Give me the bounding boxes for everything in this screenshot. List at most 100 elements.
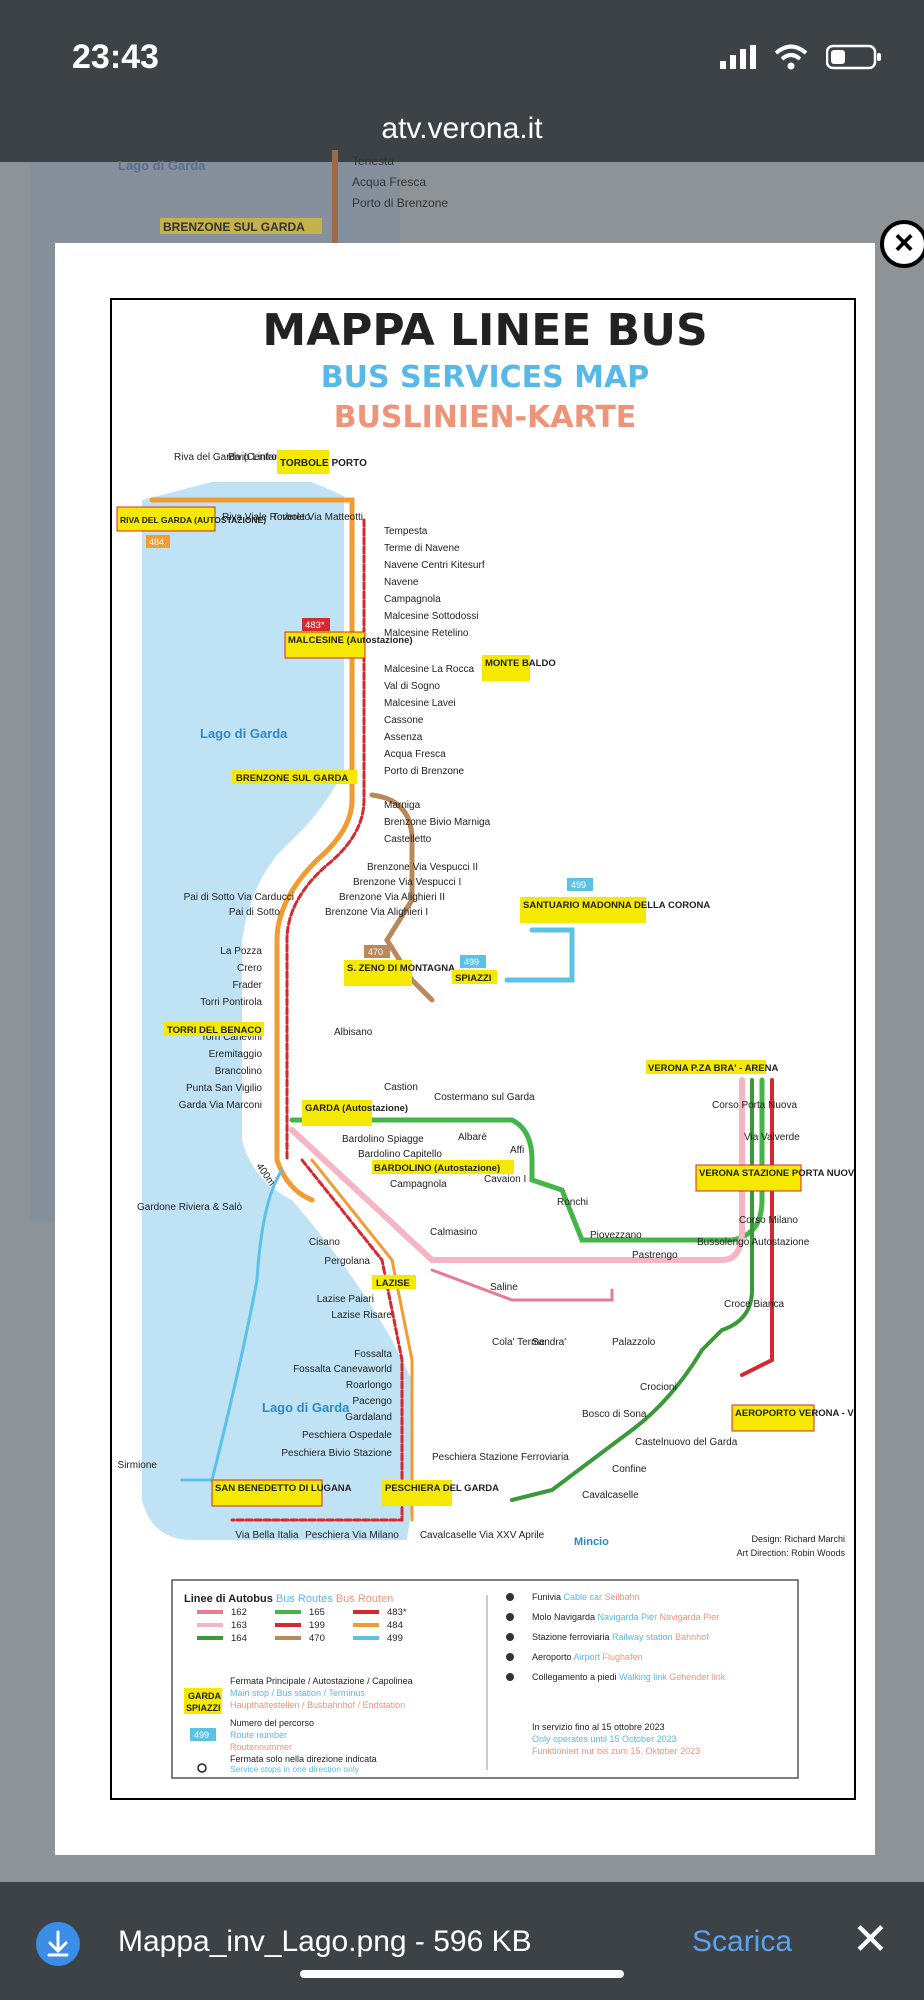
legend-number-it: Numero del percorso bbox=[230, 1718, 314, 1728]
terminal-aeroporto: AEROPORTO VERONA - VRN bbox=[735, 1408, 856, 1419]
terminal-brenzone: BRENZONE SUL GARDA bbox=[236, 773, 348, 784]
stop-via-valverde: Via Valverde bbox=[744, 1132, 800, 1143]
legend-route-164: 164 bbox=[231, 1633, 247, 1644]
stop-torbole-matteotti: Torbole Via Matteotti bbox=[272, 512, 363, 523]
stop-lazise-risare: Lazise Risare bbox=[331, 1310, 392, 1321]
stop-brenzone-bivio: Brenzone Bivio Marniga bbox=[384, 817, 491, 828]
legend-number-badge: 499 bbox=[194, 1730, 209, 1740]
stop-acqua-fresca: Acqua Fresca bbox=[384, 749, 446, 760]
stop-saline: Saline bbox=[490, 1282, 518, 1293]
stop-pergolana: Pergolana bbox=[324, 1256, 370, 1267]
status-icons bbox=[720, 44, 882, 70]
east-stops: Tempesta Terme di Navene Navene Centri K… bbox=[325, 526, 491, 918]
terminal-torri: TORRI DEL BENACO bbox=[167, 1025, 262, 1036]
legend-icon-label-1: Molo Navigarda Navigarda Pier Navigarda … bbox=[532, 1612, 719, 1622]
legend-route-163: 163 bbox=[231, 1620, 247, 1631]
legend-stop-it: Fermata Principale / Autostazione / Capo… bbox=[230, 1676, 413, 1686]
terminal-verona-arena: VERONA P.ZA BRA' - ARENA bbox=[648, 1063, 778, 1074]
legend-route-483*: 483* bbox=[387, 1607, 407, 1618]
stop-ronchi: Ronchi bbox=[557, 1197, 588, 1208]
stop-lazise-paiari: Lazise Paiari bbox=[317, 1294, 374, 1305]
river-label: Mincio bbox=[574, 1536, 609, 1548]
stop-corso-porta-nuova: Corso Porta Nuova bbox=[712, 1100, 797, 1111]
terminal-lazise: LAZISE bbox=[376, 1278, 410, 1289]
terminal-santuario: SANTUARIO MADONNA DELLA CORONA bbox=[523, 900, 710, 911]
lake-label-north: Lago di Garda bbox=[200, 726, 288, 741]
legend-route-470: 470 bbox=[309, 1633, 325, 1644]
credits: Design: Richard Marchi Art Direction: Ro… bbox=[737, 1534, 846, 1558]
stop-torri-canevini: Torri Canevini bbox=[201, 1032, 262, 1043]
legend-icon-0 bbox=[506, 1593, 514, 1601]
close-download-bar-button[interactable]: ✕ bbox=[852, 1918, 889, 1962]
terminal-bardolino: BARDOLINO (Autostazione) bbox=[374, 1163, 500, 1174]
stop-corso-milano: Corso Milano bbox=[739, 1215, 798, 1226]
route-162-branch-line bbox=[430, 1268, 614, 1302]
stop-malcesine-sottodossi: Malcesine Sottodossi bbox=[384, 611, 479, 622]
download-button[interactable]: Scarica bbox=[692, 1925, 793, 1958]
stop-peschiera-bivio: Peschiera Bivio Stazione bbox=[281, 1448, 392, 1459]
stop-cavalcaselle: Cavalcaselle bbox=[582, 1490, 639, 1501]
lake-label-south: Lago di Garda bbox=[262, 1400, 350, 1415]
route-162-163-line bbox=[289, 1077, 745, 1263]
bg-label-tenesta: Tenesta bbox=[352, 154, 394, 168]
stop-peschiera-via-milano: Peschiera Via Milano bbox=[305, 1530, 399, 1541]
terminal-monte-baldo: MONTE BALDO bbox=[485, 658, 556, 669]
home-indicator[interactable] bbox=[300, 1970, 624, 1978]
stop-torri-pontirola: Torri Pontirola bbox=[200, 997, 262, 1008]
stop-frader: Frader bbox=[233, 980, 263, 991]
stop-torbole-porto: TORBOLE PORTO bbox=[280, 458, 367, 469]
stop-vespucci-2: Brenzone Via Vespucci II bbox=[367, 862, 478, 873]
ferry-destination: Gardone Riviera & Salò bbox=[137, 1202, 242, 1213]
legend-stop-example: GARDA bbox=[188, 1691, 221, 1701]
badge-499-santuario: 499 bbox=[571, 880, 586, 890]
battery-icon bbox=[826, 44, 881, 70]
stop-cavalcaselle-xxv: Cavalcaselle Via XXV Aprile bbox=[420, 1530, 545, 1541]
bg-label-acqua: Acqua Fresca bbox=[352, 175, 426, 189]
route-499-line bbox=[504, 927, 575, 983]
stop-calmasino: Calmasino bbox=[430, 1227, 478, 1238]
stop-malcesine-retelino: Malcesine Retelino bbox=[384, 628, 469, 639]
route-164-south-line bbox=[510, 1078, 754, 1502]
terminal-s-zeno: S. ZENO DI MONTAGNA bbox=[347, 963, 455, 974]
bg-label-brenzone: BRENZONE SUL GARDA bbox=[163, 220, 305, 234]
stop-bardolino-capitello: Bardolino Capitello bbox=[358, 1149, 442, 1160]
top-stops: Riva del Garda (Centro) Bivio Linfano TO… bbox=[116, 450, 367, 548]
stop-brancolino: Brancolino bbox=[215, 1066, 263, 1077]
route-470-line bbox=[369, 792, 435, 1003]
stop-val-di-sogno: Val di Sogno bbox=[384, 681, 440, 692]
badge-483-malcesine: 483* bbox=[305, 620, 325, 631]
stop-albisano: Albisano bbox=[334, 1027, 373, 1038]
route-164-165-line bbox=[289, 1077, 765, 1243]
legend-season-it: In servizio fino al 15 ottobre 2023 bbox=[532, 1722, 665, 1732]
stop-alighieri-1: Brenzone Via Alighieri I bbox=[325, 907, 428, 918]
legend-route-484: 484 bbox=[387, 1620, 403, 1631]
stop-crocioni: Crocioni bbox=[640, 1382, 677, 1393]
stop-terme-navene: Terme di Navene bbox=[384, 543, 460, 554]
stop-navene: Navene bbox=[384, 577, 419, 588]
stop-marniga: Marniga bbox=[384, 800, 421, 811]
stop-confine: Confine bbox=[612, 1464, 647, 1475]
download-icon bbox=[36, 1922, 80, 1966]
map-title-de: BUSLINIEN-KARTE bbox=[334, 400, 637, 435]
stop-palazzolo: Palazzolo bbox=[612, 1337, 656, 1348]
south-stops: Bardolino Spiagge Bardolino Capitello Ca… bbox=[118, 1134, 570, 1541]
stop-tempesta: Tempesta bbox=[384, 526, 428, 537]
legend-icon-label-0: Funivia Cable car Seilbahn bbox=[532, 1592, 640, 1602]
route-484-line bbox=[149, 497, 355, 1203]
terminal-malcesine: MALCESINE (Autostazione) bbox=[288, 635, 413, 646]
legend-season-de: Funktioniert nur bis zum 15. Oktober 202… bbox=[532, 1746, 700, 1756]
west-stops: Pai di Sotto Via Carducci Pai di Sotto L… bbox=[179, 892, 294, 1111]
legend-icon-label-2: Stazione ferroviaria Railway station Bah… bbox=[532, 1632, 709, 1642]
stop-bardolino-spiagge: Bardolino Spiagge bbox=[342, 1134, 424, 1145]
url-bar[interactable]: atv.verona.it bbox=[0, 112, 924, 162]
stop-bivio-linfano: Bivio Linfano bbox=[228, 452, 286, 463]
url-text: atv.verona.it bbox=[381, 112, 543, 145]
route-483-south-line2 bbox=[310, 1158, 414, 1522]
credit-design: Design: Richard Marchi bbox=[751, 1534, 845, 1544]
close-icon: × bbox=[894, 224, 914, 262]
stop-assenza: Assenza bbox=[384, 732, 423, 743]
close-viewer-button[interactable]: × bbox=[880, 220, 924, 268]
stop-castelletto: Castelletto bbox=[384, 834, 432, 845]
